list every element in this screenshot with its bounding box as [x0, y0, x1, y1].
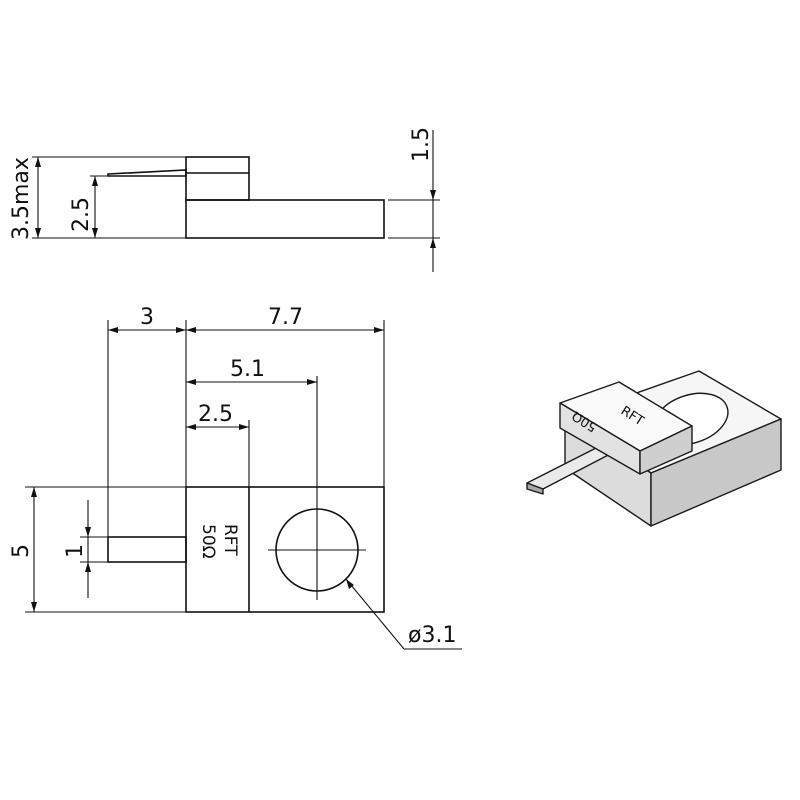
side-body [185, 156, 250, 201]
side-view: 3.5max 2.5 1.5 [9, 127, 440, 272]
top-view: RFT 50Ω 3 7.7 5.1 2.5 5 [9, 305, 462, 650]
dim-total-height: 3.5max [9, 157, 34, 240]
dim-marking-width: 2.5 [198, 402, 233, 427]
dim-lead-width: 1 [63, 544, 88, 558]
side-lead [107, 169, 187, 177]
dim-body-height: 2.5 [69, 197, 94, 232]
dim-base-thickness: 1.5 [409, 127, 434, 162]
dim-body-length: 7.7 [268, 305, 303, 330]
isometric-view: RFT 50Ω [526, 370, 782, 527]
dim-hole-diameter: ø3.1 [408, 623, 456, 648]
dim-hole-position: 5.1 [230, 357, 265, 382]
iso-body-right [639, 425, 693, 475]
dim-lead-length: 3 [140, 305, 154, 330]
iso-base-right [650, 418, 782, 527]
marking-50ohm: 50Ω [198, 524, 218, 559]
top-lead [107, 536, 187, 563]
side-base-plate [185, 199, 385, 239]
dim-body-width: 5 [9, 544, 34, 558]
iso-lead-edge [526, 482, 544, 495]
diameter-leader [345, 578, 405, 650]
marking-rft: RFT [220, 524, 240, 556]
